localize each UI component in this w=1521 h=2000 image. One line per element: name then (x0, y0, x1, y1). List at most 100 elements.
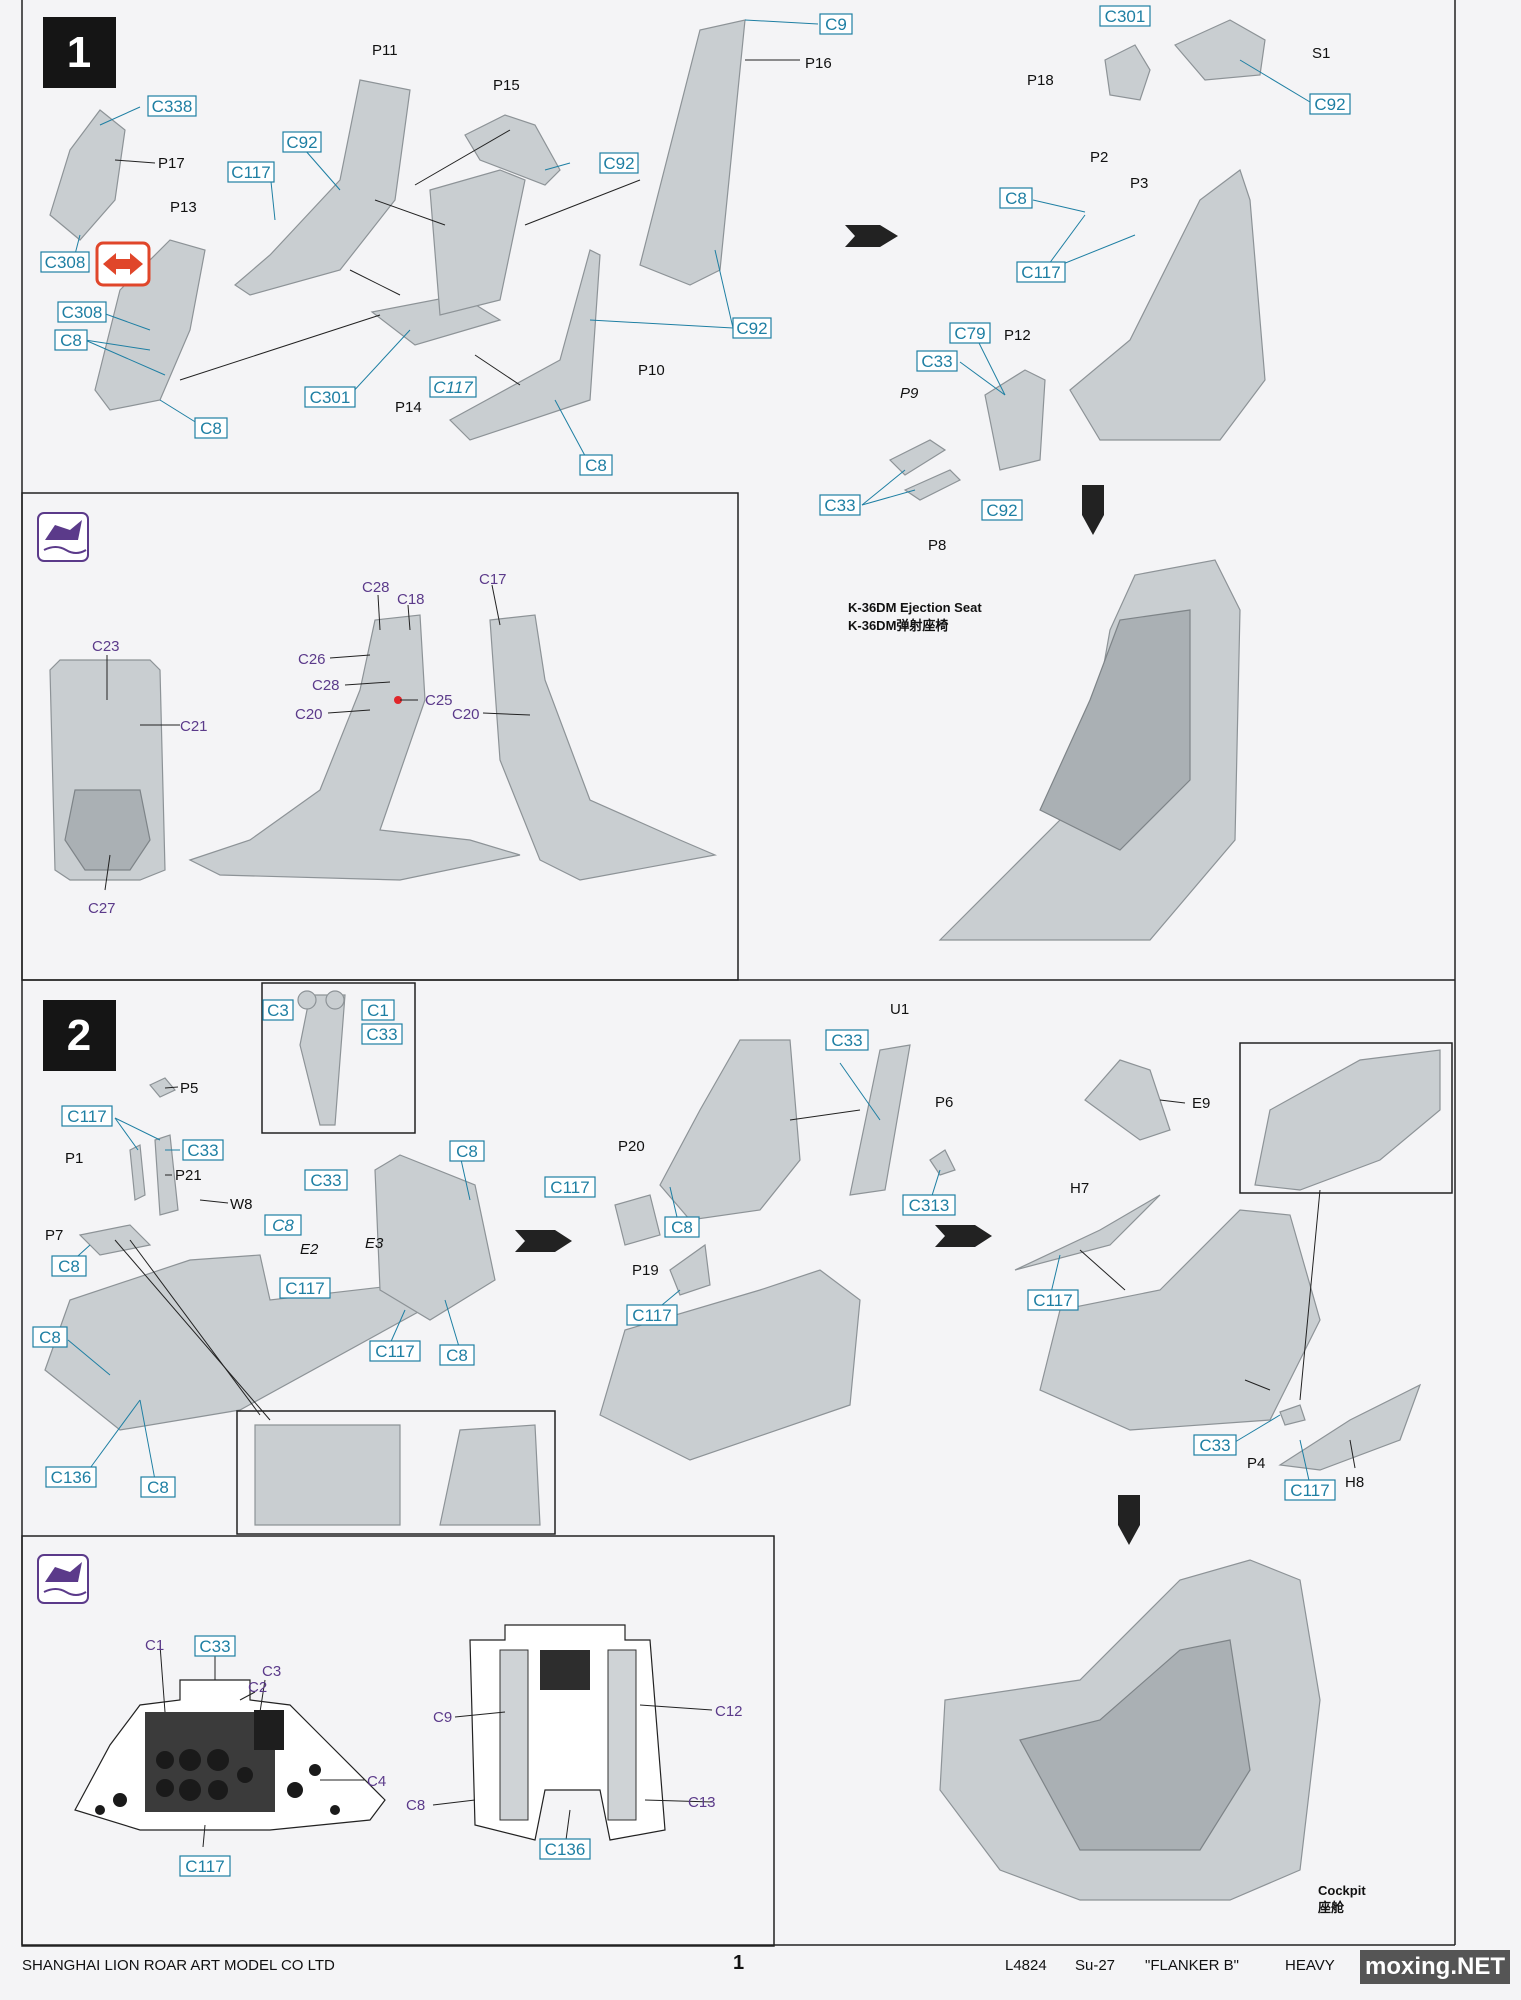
page-frame (21, 0, 1456, 1947)
footer-name: "FLANKER B" (1145, 1957, 1240, 1974)
part-p6 (929, 1149, 956, 1176)
footer-page-number: 1 (733, 1952, 745, 1974)
svg-text:C23: C23 (92, 638, 120, 655)
svg-text:E2: E2 (300, 1241, 319, 1258)
svg-text:P15: P15 (493, 77, 520, 94)
step1-part-labels: P17 P13 P11 P15 P16 P14 P10 P18 S1 P2 P3… (158, 42, 1330, 554)
svg-text:C117: C117 (285, 1279, 324, 1298)
part-p4 (1279, 1404, 1306, 1426)
step2-parts (44, 982, 1453, 1901)
svg-text:C1: C1 (145, 1637, 164, 1654)
svg-text:C33: C33 (831, 1031, 862, 1050)
part-p18 (1104, 44, 1151, 101)
seat-caption-en: K-36DM Ejection Seat (848, 600, 982, 615)
svg-text:C3: C3 (262, 1663, 281, 1680)
step2-callout-labels: C3 C1 C33 C117 C33 C8 C8 C117 C8 C136 C8… (32, 999, 1336, 1501)
svg-text:C79: C79 (954, 324, 985, 343)
svg-text:P13: P13 (170, 199, 197, 216)
svg-text:C117: C117 (67, 1107, 106, 1126)
svg-text:C33: C33 (1199, 1436, 1230, 1455)
seat-caption-cn: K-36DM弹射座椅 (848, 618, 948, 633)
part-e2-tub (44, 1254, 442, 1431)
svg-text:C308: C308 (62, 303, 103, 322)
part-p5 (149, 1077, 176, 1098)
svg-text:C117: C117 (1290, 1481, 1329, 1500)
svg-text:C8: C8 (200, 419, 222, 438)
svg-text:C8: C8 (1005, 189, 1027, 208)
svg-text:P10: P10 (638, 362, 665, 379)
seat-decal-labels: C23 C21 C27 C28 C18 C26 C28 C25 C20 C20 … (88, 571, 507, 917)
part-e9 (1084, 1059, 1171, 1141)
svg-text:C117: C117 (632, 1306, 671, 1325)
svg-text:C136: C136 (545, 1840, 586, 1859)
part-p12 (984, 369, 1046, 471)
footer-company: SHANGHAI LION ROAR ART MODEL CO LTD (22, 1957, 335, 1974)
svg-text:C92: C92 (736, 319, 767, 338)
svg-text:C21: C21 (180, 718, 208, 735)
assembly-arrows (515, 225, 1140, 1545)
part-h8 (1278, 1383, 1422, 1471)
svg-text:C8: C8 (58, 1257, 80, 1276)
svg-text:P6: P6 (935, 1094, 953, 1111)
svg-text:P4: P4 (1247, 1455, 1265, 1472)
svg-text:C26: C26 (298, 651, 326, 668)
svg-text:C8: C8 (446, 1346, 468, 1365)
svg-text:C8: C8 (60, 331, 82, 350)
cockpit-caption-cn: 座舱 (1317, 1900, 1345, 1915)
svg-text:C8: C8 (272, 1216, 294, 1235)
part-p8 (903, 469, 962, 501)
svg-text:C28: C28 (362, 579, 390, 596)
seat-in-tub (659, 1039, 801, 1221)
svg-text:P17: P17 (158, 155, 185, 172)
svg-text:C117: C117 (231, 163, 270, 182)
svg-text:C27: C27 (88, 900, 116, 917)
svg-text:P11: P11 (372, 42, 398, 59)
svg-text:C3: C3 (267, 1001, 289, 1020)
part-p16 (639, 19, 746, 286)
svg-text:P9: P9 (900, 385, 919, 402)
svg-text:C136: C136 (51, 1468, 92, 1487)
step1-callout-labels: C338 C308 C308 C8 C8 C92 C117 C301 C92 C… (40, 5, 1351, 521)
svg-text:C8: C8 (585, 456, 607, 475)
svg-text:C92: C92 (603, 154, 634, 173)
svg-text:U1: U1 (890, 1001, 909, 1018)
part-p15 (464, 114, 561, 186)
svg-text:C33: C33 (199, 1637, 230, 1656)
svg-text:P19: P19 (632, 1262, 659, 1279)
svg-text:P16: P16 (805, 55, 832, 72)
svg-text:C2: C2 (248, 1679, 267, 1696)
svg-text:C301: C301 (1105, 7, 1146, 26)
svg-text:P2: P2 (1090, 149, 1108, 166)
svg-text:C17: C17 (479, 571, 507, 588)
seat-right-side-view (489, 614, 718, 881)
svg-text:2: 2 (67, 1011, 91, 1060)
svg-text:P5: P5 (180, 1080, 198, 1097)
step1-parts (49, 19, 1266, 941)
svg-text:P20: P20 (618, 1138, 645, 1155)
svg-text:C8: C8 (456, 1142, 478, 1161)
svg-text:C8: C8 (406, 1797, 425, 1814)
svg-text:S1: S1 (1312, 45, 1330, 62)
dial-gauges (95, 1749, 340, 1815)
step2-part-labels: P5 P1 P21 W8 P7 E2 E3 U1 P6 P20 P19 E9 H… (45, 1001, 1364, 1491)
svg-text:C25: C25 (425, 692, 453, 709)
part-seat-back (429, 169, 526, 316)
svg-text:C28: C28 (312, 677, 340, 694)
svg-text:C20: C20 (452, 706, 480, 723)
cockpit-tub-mid (599, 1269, 861, 1461)
svg-text:C9: C9 (433, 1709, 452, 1726)
part-p1 (129, 1144, 146, 1201)
part-p13 (94, 239, 206, 411)
decal-placement-icon (37, 512, 89, 562)
svg-text:P7: P7 (45, 1227, 63, 1244)
svg-text:C338: C338 (152, 97, 193, 116)
step1-leaders (72, 19, 1316, 506)
svg-text:C33: C33 (366, 1025, 397, 1044)
svg-text:E9: E9 (1192, 1095, 1210, 1112)
svg-text:C8: C8 (39, 1328, 61, 1347)
svg-text:C117: C117 (375, 1342, 414, 1361)
part-p19 (669, 1243, 711, 1296)
svg-text:P3: P3 (1130, 175, 1148, 192)
cockpit-caption-en: Cockpit (1318, 1883, 1366, 1898)
